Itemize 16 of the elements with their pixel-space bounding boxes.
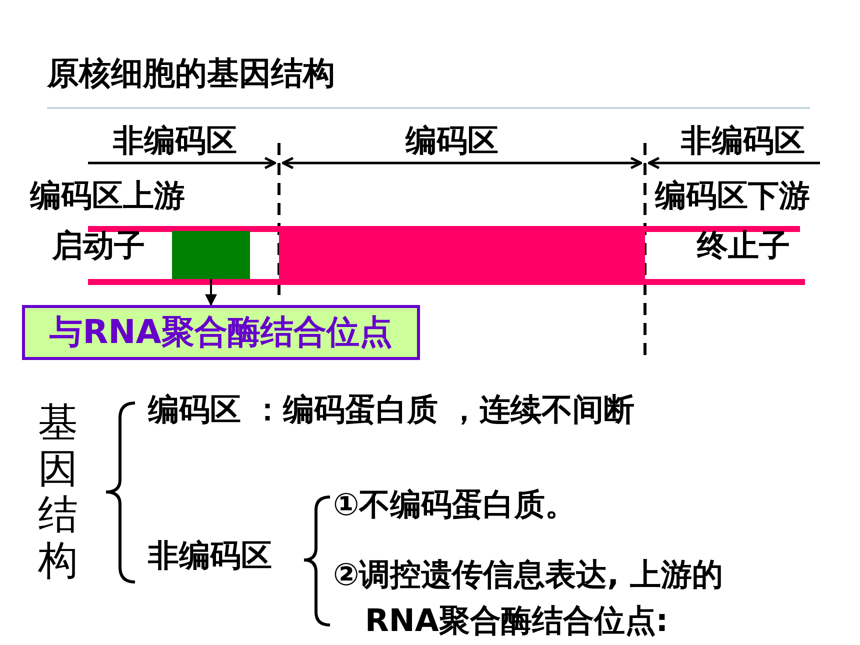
note-text: ②调控遗传信息表达, 上游的RNA聚合酶结合位点: bbox=[333, 556, 724, 641]
category-label: 非编码区 bbox=[148, 538, 272, 574]
region-label: 非编码区 bbox=[113, 123, 237, 159]
binding-site-box: 与RNA聚合酶结合位点 bbox=[22, 305, 420, 360]
part-label: 启动子 bbox=[52, 228, 145, 264]
position-label: 编码区下游 bbox=[655, 178, 810, 214]
region-label: 非编码区 bbox=[681, 123, 805, 159]
part-label: 终止子 bbox=[697, 228, 790, 264]
position-label: 编码区上游 bbox=[30, 178, 185, 214]
note-text: ①不编码蛋白质。 bbox=[333, 487, 576, 523]
promoter-box bbox=[172, 231, 250, 279]
title: 原核细胞的基因结构 bbox=[47, 55, 335, 91]
note-text: 编码区 ：编码蛋白质 ，连续不间断 bbox=[148, 392, 635, 428]
heading-label: 基因结构 bbox=[38, 400, 79, 584]
region-label: 编码区 bbox=[406, 123, 498, 159]
arrow bbox=[205, 279, 217, 306]
